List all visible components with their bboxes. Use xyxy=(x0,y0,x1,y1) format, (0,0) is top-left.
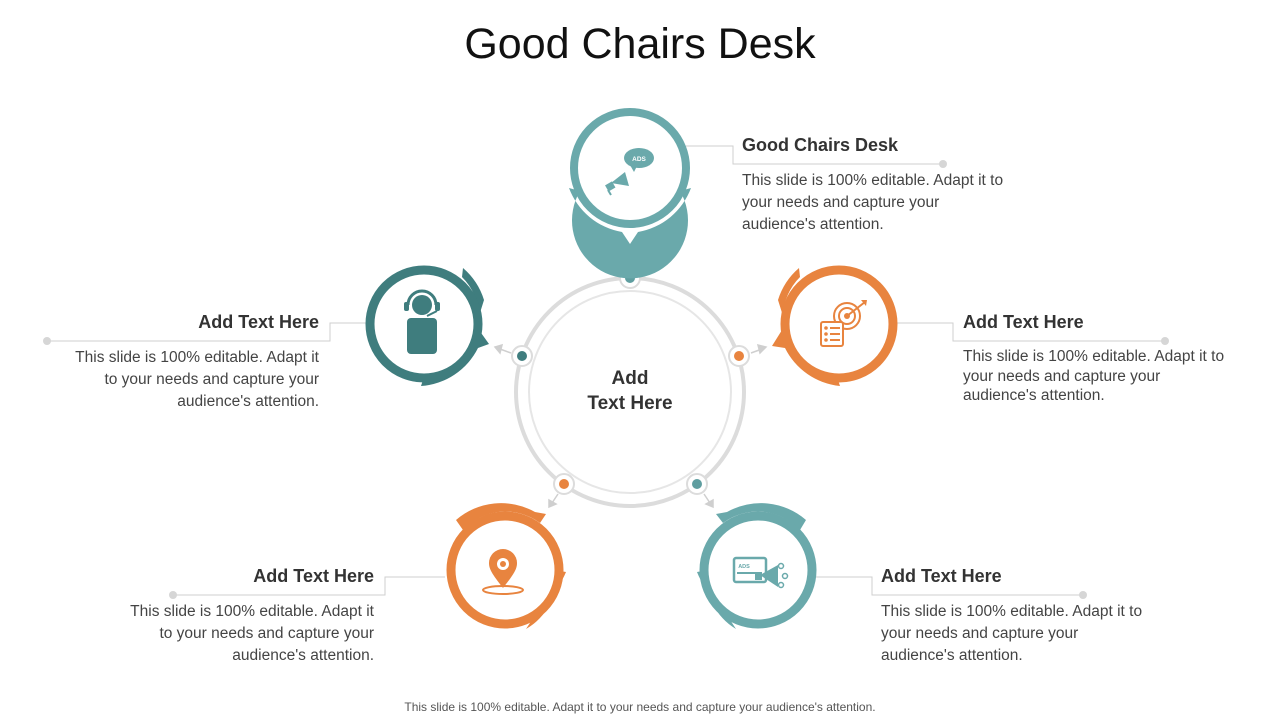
block-heading: Good Chairs Desk xyxy=(742,135,899,155)
badge-top-swirl xyxy=(569,188,691,279)
ring-node-left-dot xyxy=(517,351,527,361)
badge-right-swirl-2 xyxy=(778,268,800,316)
connector-bottom-left xyxy=(173,576,445,596)
ring-node-right-dot xyxy=(734,351,744,361)
block-heading: Add Text Here xyxy=(881,566,1002,586)
slide-title: Good Chairs Desk xyxy=(464,20,816,68)
badge-bottom-left xyxy=(446,503,566,629)
block-heading: Add Text Here xyxy=(253,566,374,586)
connector-left xyxy=(47,322,368,342)
megaphone-ads-icon: ADS xyxy=(605,148,654,196)
ring-node-bottom-right-dot xyxy=(692,479,702,489)
footer-note: This slide is 100% editable. Adapt it to… xyxy=(404,700,876,714)
connector-bottom-right xyxy=(815,576,1083,596)
connector-top xyxy=(686,145,943,165)
target-checklist-icon xyxy=(820,300,867,347)
ads-label-billboard: ADS xyxy=(738,564,750,570)
connector-dot xyxy=(939,160,947,168)
ring-node-bottom-left-dot xyxy=(559,479,569,489)
ads-label: ADS xyxy=(632,156,646,163)
text-block-top: Good Chairs Desk This slide is 100% edit… xyxy=(742,135,1012,236)
connector-dot xyxy=(1161,337,1169,345)
block-body: This slide is 100% editable. Adapt it to… xyxy=(130,603,374,664)
connector-right xyxy=(897,322,1165,342)
ads-billboard-megaphone-icon: ADS xyxy=(732,556,789,589)
connector-dots xyxy=(43,160,1169,599)
badge-bottom-right: ADS xyxy=(697,503,817,629)
center-inner-ring xyxy=(528,290,732,494)
badge-bottom-left-swirl-2 xyxy=(456,503,546,530)
badge-bottom-right-swirl-2 xyxy=(716,503,806,530)
block-heading: Add Text Here xyxy=(963,312,1084,332)
arrowhead-bottom-left xyxy=(548,498,558,509)
connector-dot xyxy=(169,591,177,599)
arrowhead-right xyxy=(756,343,768,355)
block-body: This slide is 100% editable. Adapt it to… xyxy=(963,348,1225,404)
block-body: This slide is 100% editable. Adapt it to… xyxy=(742,172,1004,233)
text-block-right: Add Text Here This slide is 100% editabl… xyxy=(963,312,1225,406)
arrowhead-bottom-right xyxy=(704,498,714,509)
arrow-left xyxy=(499,348,512,354)
block-body: This slide is 100% editable. Adapt it to… xyxy=(881,603,1143,664)
block-heading: Add Text Here xyxy=(198,312,319,332)
text-block-bottom-right: Add Text Here This slide is 100% editabl… xyxy=(881,566,1146,667)
connector-dot xyxy=(43,337,51,345)
center-label-line1: Add xyxy=(611,368,649,389)
connector-lines xyxy=(47,145,1165,596)
center-label: Add Text Here xyxy=(540,366,720,416)
connector-dot xyxy=(1079,591,1087,599)
badge-right xyxy=(772,265,898,386)
block-body: This slide is 100% editable. Adapt it to… xyxy=(75,349,319,410)
badge-left xyxy=(365,265,489,386)
location-pin-icon xyxy=(482,549,524,595)
center-label-line2: Text Here xyxy=(587,393,673,414)
badge-top-circle xyxy=(570,108,690,228)
badge-top: ADS xyxy=(569,108,691,279)
text-block-left: Add Text Here This slide is 100% editabl… xyxy=(60,312,319,413)
customer-support-icon xyxy=(404,289,440,354)
text-block-bottom-left: Add Text Here This slide is 100% editabl… xyxy=(115,566,374,667)
arrowhead-left xyxy=(493,343,504,355)
